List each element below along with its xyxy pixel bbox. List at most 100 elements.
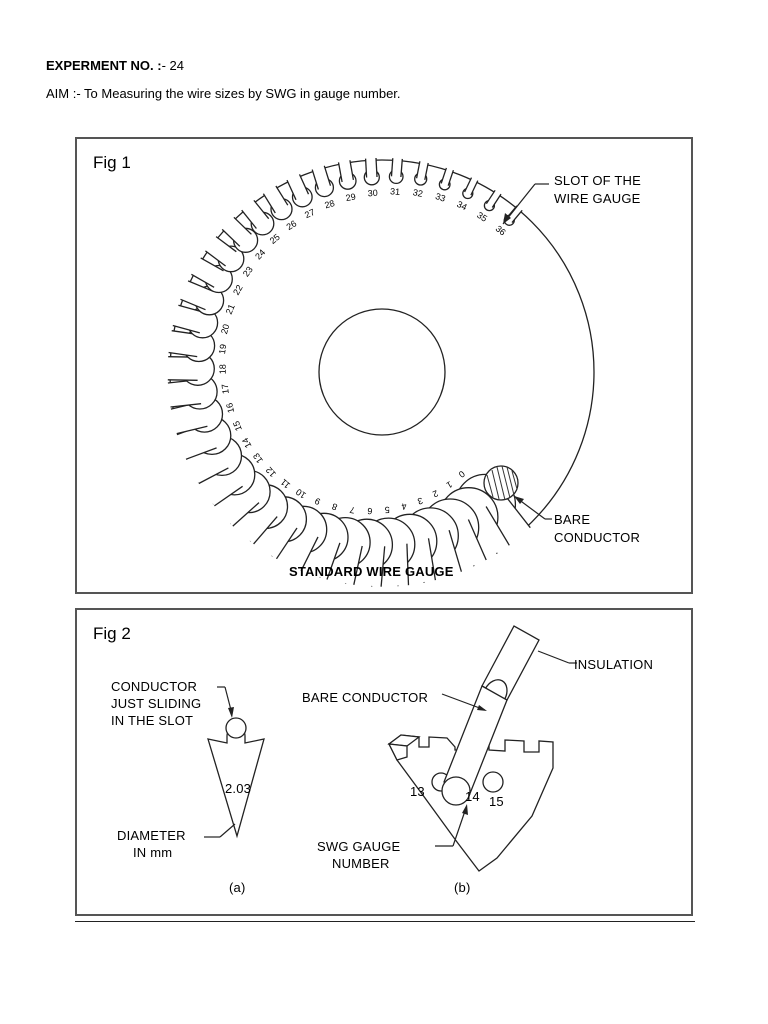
gauge-slot-edge (353, 545, 363, 585)
gauge-piece (387, 734, 554, 872)
gauge-slot-edge (311, 169, 320, 190)
gauge-slot-edge (214, 485, 243, 507)
gauge-slot-edge (185, 447, 217, 460)
gauge-number-28: 28 (323, 198, 336, 211)
gauge-slot-edge (168, 351, 198, 358)
gauge-slot-opening (213, 480, 259, 527)
slot-label-line2: WIRE GAUGE (554, 191, 641, 206)
gauge-slot-edge (275, 527, 298, 560)
gauge-slot-edge (511, 209, 523, 224)
figure-1-caption: STANDARD WIRE GAUGE (289, 564, 454, 579)
slot-label-line1: SLOT OF THE (554, 173, 641, 188)
gauge-number-0: 0 (457, 469, 467, 480)
gauge-number-14: 14 (240, 436, 254, 450)
gauge-slot-edge (241, 209, 257, 229)
gauge-number-8: 8 (331, 501, 339, 512)
gauge-slot-edge (448, 530, 463, 572)
gauge-number-2: 2 (431, 488, 440, 499)
gauge-number-17: 17 (220, 383, 231, 394)
center-hole (318, 308, 446, 436)
conductor-label-line3: IN THE SLOT (111, 713, 194, 728)
gauge-number-10: 10 (294, 487, 308, 501)
aim-text: AIM :- To Measuring the wire sizes by SW… (46, 86, 401, 101)
gauge-number-36: 36 (494, 223, 508, 237)
gauge-slot-edge (424, 162, 429, 181)
gauge-slot-edge (464, 177, 473, 193)
gauge-slot-opening (391, 158, 403, 177)
fig2-drawing (204, 625, 577, 872)
diameter-label-line2: IN mm (133, 845, 173, 860)
gauge-slot-opening (250, 510, 298, 559)
gauge-slot-opening (168, 330, 201, 357)
experiment-number: - 24 (161, 58, 184, 73)
gauge-slot-opening (464, 177, 478, 196)
figure-1-label: Fig 1 (93, 153, 131, 172)
bare-conductor-leader-arrow (477, 705, 487, 711)
slot-number-13: 13 (410, 784, 425, 799)
gauge-slot-edge (300, 536, 319, 572)
gauge-number-25: 25 (268, 232, 282, 246)
figure-2-label: Fig 2 (93, 624, 131, 643)
gauge-slot-opening (241, 200, 269, 229)
gauge-slot-edge (275, 185, 289, 206)
gauge-slot-edge (253, 199, 270, 220)
gauge-number-7: 7 (349, 505, 356, 516)
gauge-number-18: 18 (218, 364, 228, 374)
gauge-slot-edge (440, 167, 448, 184)
gauge-slot-edge (180, 298, 206, 311)
gauge-slot-edge (253, 516, 278, 545)
bare-label-line1: BARE (554, 512, 591, 527)
gauge-number-33: 33 (434, 191, 447, 204)
gauge-slot-edge (375, 157, 378, 178)
gauge-slot-edge (205, 250, 226, 267)
gauge-slot-edge (364, 158, 368, 178)
slot-number-14: 14 (465, 789, 480, 804)
gauge-slot-edge (170, 403, 202, 408)
conductor-in-slot (225, 717, 247, 739)
bare-conductor-leader-line (441, 693, 486, 711)
gauge-slot-opening (170, 401, 208, 434)
gauge-slot-opening (230, 496, 278, 544)
gauge-slot-edge (167, 379, 198, 381)
figure-2b-caption: (b) (454, 880, 471, 895)
conductor-label-line2: JUST SLIDING (111, 696, 202, 711)
gauge-slot-opening (338, 160, 354, 182)
figure-2a-caption: (a) (229, 880, 246, 895)
gauge-number-13: 13 (251, 451, 265, 465)
gauge-number-30: 30 (367, 188, 378, 199)
gauge-slot-edge (380, 546, 386, 587)
gauge-number-26: 26 (285, 218, 299, 232)
diameter-value: 2.03 (225, 781, 252, 796)
gauge-slot-opening (486, 190, 502, 208)
gauge-slot-edge (233, 216, 252, 235)
gauge-slot-edge (406, 543, 410, 586)
swg-label-line2: NUMBER (332, 856, 390, 871)
wire-gauge-drawing: 0123456789101112131415161718192021222324… (167, 157, 595, 587)
gauge-number-1: 1 (445, 479, 454, 490)
gauge-slot-edge (298, 174, 310, 195)
gauge-slot-edge (326, 542, 341, 580)
gauge-slot-opening (167, 356, 199, 381)
gauge-slot-edge (491, 193, 502, 208)
bare-leader-arrow (514, 496, 524, 504)
gauge-number-29: 29 (345, 191, 357, 203)
gauge-slot-edge (323, 165, 332, 186)
gauge-number-21: 21 (224, 303, 237, 316)
diameter-label-line1: DIAMETER (117, 828, 186, 843)
gauge-slot-edge (221, 228, 241, 247)
bare-conductor-rod (441, 685, 508, 806)
gauge-number-23: 23 (241, 265, 255, 279)
gauge-number-34: 34 (455, 199, 468, 212)
bottom-rule (75, 921, 695, 922)
gauge-slot-edge (337, 162, 343, 183)
bare-conductor-label: BARE CONDUCTOR (302, 690, 429, 705)
gauge-slot-opening (167, 379, 202, 407)
bare-label-line2: CONDUCTOR (554, 530, 641, 545)
experiment-title: EXPERMENT NO. :- 24 (46, 58, 184, 73)
gauge-slot-opening (205, 236, 237, 267)
gauge-number-22: 22 (231, 283, 245, 297)
slot-number-15: 15 (489, 794, 504, 809)
conductor-label-line1: CONDUCTOR (111, 679, 198, 694)
gauge-number-6: 6 (367, 506, 373, 516)
